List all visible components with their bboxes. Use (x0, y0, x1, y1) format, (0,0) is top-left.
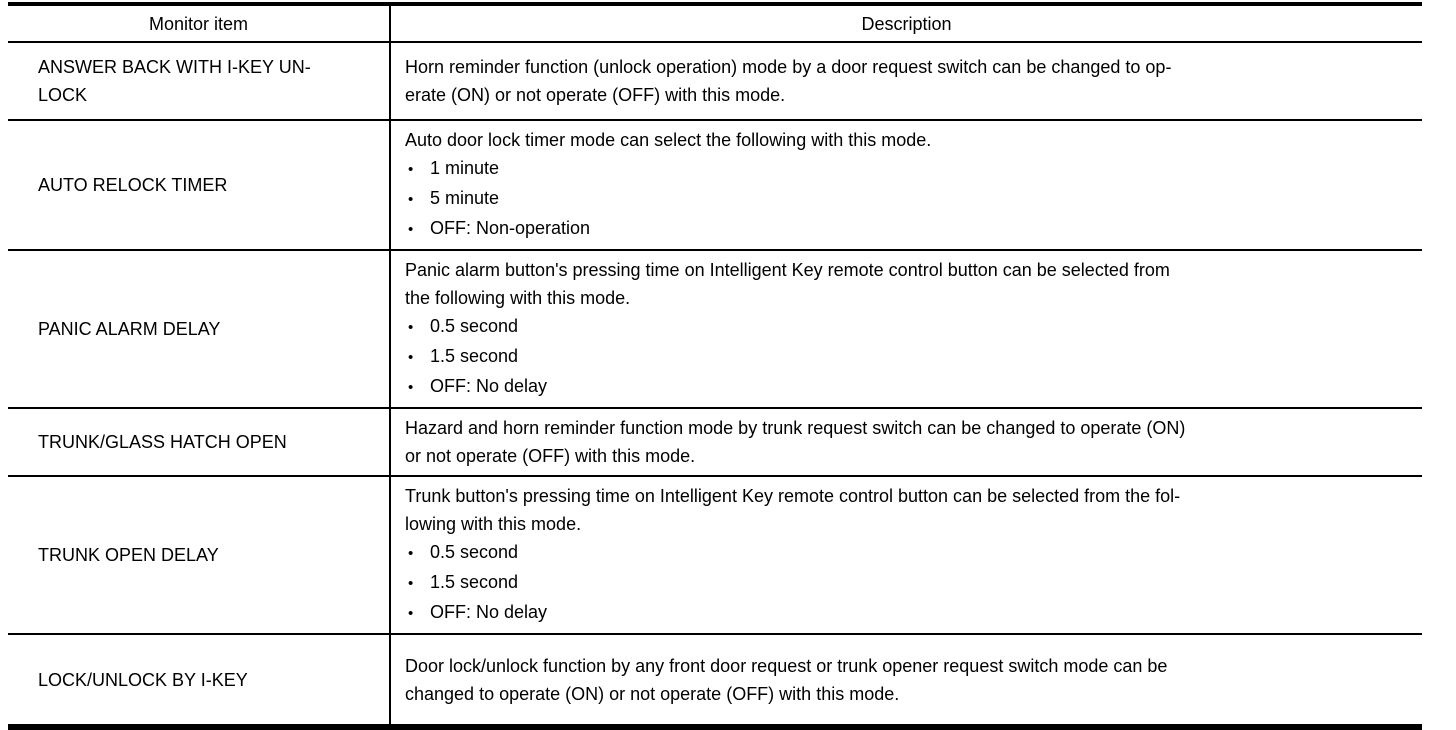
option-item: • OFF: No delay (405, 372, 1412, 402)
description-cell: Horn reminder function (unlock operation… (390, 41, 1422, 120)
option-list: • 1 minute • 5 minute • OFF: Non-operation (405, 154, 1412, 244)
monitor-item-cell: TRUNK OPEN DELAY (8, 475, 391, 634)
monitor-item-table: Monitor item Description ANSWER BACK WIT… (8, 2, 1422, 730)
description-text: Hazard and horn reminder function mode b… (405, 418, 1186, 466)
bullet-icon: • (408, 545, 414, 562)
monitor-item-cell: PANIC ALARM DELAY (8, 249, 391, 408)
monitor-item-cell: ANSWER BACK WITH I-KEY UN- LOCK (8, 41, 391, 120)
option-label: OFF: No delay (430, 376, 548, 396)
description-text: Panic alarm button's pressing time on In… (405, 260, 1170, 308)
header-row: Monitor item Description (8, 4, 1422, 42)
monitor-item-cell: LOCK/UNLOCK BY I-KEY (8, 633, 391, 727)
option-item: • OFF: Non-operation (405, 214, 1412, 244)
option-label: 0.5 second (430, 316, 519, 336)
table-row: PANIC ALARM DELAY Panic alarm button's pr… (8, 249, 1422, 408)
option-label: 0.5 second (430, 542, 519, 562)
option-label: OFF: Non-operation (430, 218, 591, 238)
monitor-table-body: ANSWER BACK WITH I-KEY UN- LOCK Horn remi… (8, 41, 1422, 727)
description-text: Auto door lock timer mode can select the… (405, 130, 932, 150)
document-page: Monitor item Description ANSWER BACK WIT… (8, 2, 1422, 730)
option-item: • 0.5 second (405, 538, 1412, 568)
bullet-icon: • (408, 575, 414, 592)
option-label: 1 minute (430, 158, 500, 178)
description-cell: Door lock/unlock function by any front d… (390, 633, 1422, 727)
option-item: • 1 minute (405, 154, 1412, 184)
bullet-icon: • (408, 191, 414, 208)
table-row: TRUNK/GLASS HATCH OPEN Hazard and horn re… (8, 407, 1422, 476)
description-cell: Hazard and horn reminder function mode b… (390, 407, 1422, 476)
option-label: 1.5 second (430, 572, 519, 592)
description-text: Trunk button's pressing time on Intellig… (405, 486, 1181, 534)
column-header-monitor-item: Monitor item (8, 4, 391, 42)
description-cell: Trunk button's pressing time on Intellig… (390, 475, 1422, 634)
option-item: • 1.5 second (405, 568, 1412, 598)
description-text: Door lock/unlock function by any front d… (405, 655, 1168, 704)
option-label: 5 minute (430, 188, 500, 208)
table-header: Monitor item Description (8, 4, 1422, 42)
table-row: LOCK/UNLOCK BY I-KEY Door lock/unlock fun… (8, 633, 1422, 727)
option-label: 1.5 second (430, 346, 519, 366)
description-cell: Auto door lock timer mode can select the… (390, 119, 1422, 250)
description-text: Horn reminder function (unlock operation… (405, 57, 1172, 105)
option-label: OFF: No delay (430, 602, 548, 622)
monitor-item-cell: TRUNK/GLASS HATCH OPEN (8, 407, 391, 476)
bullet-icon: • (408, 379, 414, 396)
description-cell: Panic alarm button's pressing time on In… (390, 249, 1422, 408)
table-row: ANSWER BACK WITH I-KEY UN- LOCK Horn remi… (8, 41, 1422, 120)
table-row: AUTO RELOCK TIMER Auto door lock timer mo… (8, 119, 1422, 250)
option-item: • 1.5 second (405, 342, 1412, 372)
bullet-icon: • (408, 319, 414, 336)
bullet-icon: • (408, 349, 414, 366)
option-item: • 5 minute (405, 184, 1412, 214)
column-header-description: Description (861, 13, 952, 34)
option-item: • 0.5 second (405, 312, 1412, 342)
bullet-icon: • (408, 221, 414, 238)
monitor-item-cell: AUTO RELOCK TIMER (8, 119, 391, 250)
option-list: • 0.5 second • 1.5 second • OFF: No delay (405, 312, 1412, 402)
bullet-icon: • (408, 161, 414, 178)
bullet-icon: • (408, 605, 414, 622)
option-item: • OFF: No delay (405, 598, 1412, 628)
table-row: TRUNK OPEN DELAY Trunk button's pressing … (8, 475, 1422, 634)
option-list: • 0.5 second • 1.5 second • OFF: No delay (405, 538, 1412, 628)
